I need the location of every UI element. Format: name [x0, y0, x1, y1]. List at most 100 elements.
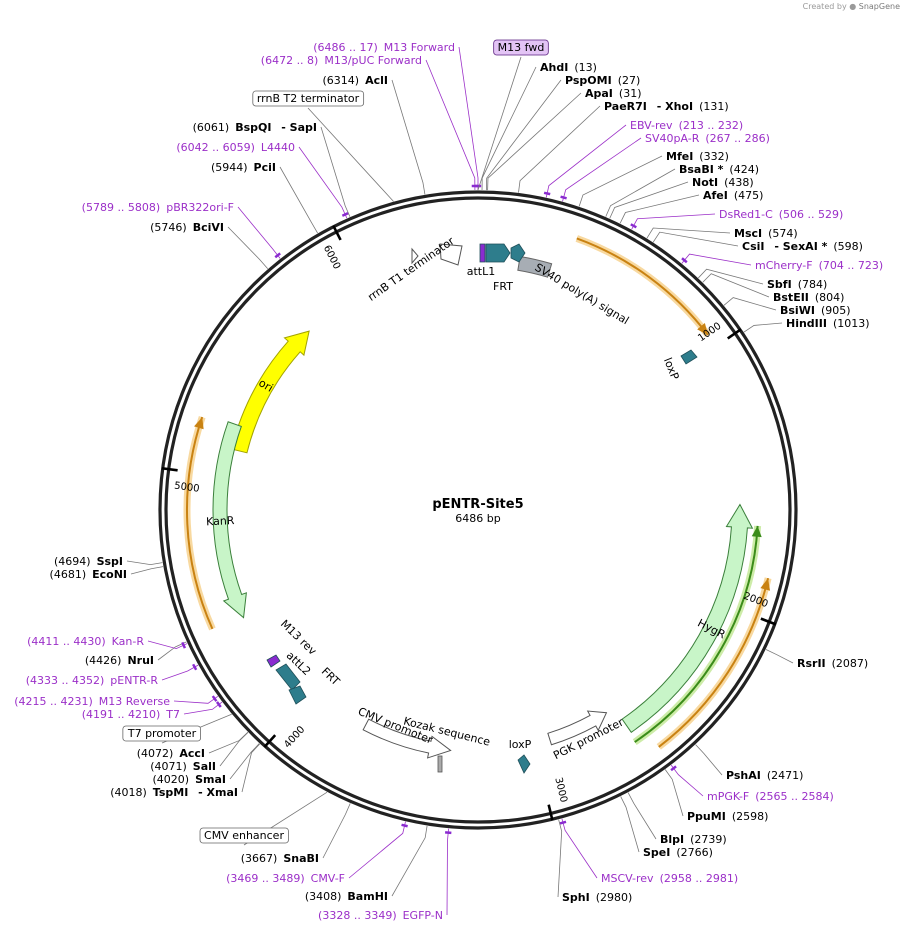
leader-line	[561, 818, 598, 879]
leader-line	[631, 213, 716, 230]
site-label-part: CMV-F	[311, 872, 345, 885]
site-label-part: SspI	[97, 555, 123, 568]
tick-mark	[161, 466, 178, 472]
site-label: (3469 .. 3489) CMV-F	[226, 872, 345, 885]
site-label: RsrII(2087)	[797, 657, 868, 670]
feature-marker-label: FRT	[493, 280, 513, 293]
feature-marker-label: loxP	[661, 356, 682, 382]
site-label-part: (213 .. 232)	[679, 119, 744, 132]
primer-site-mark	[401, 823, 408, 828]
tick-mark	[726, 328, 742, 340]
leader-line	[130, 566, 164, 575]
leader-line	[765, 649, 794, 664]
leader-line	[646, 227, 731, 239]
leader-line	[487, 92, 582, 191]
feature-sv40-poly-a-signal	[517, 255, 553, 278]
leader-line	[578, 155, 663, 207]
tick-mark	[547, 804, 554, 821]
leader-line	[609, 181, 689, 219]
terminator-t1-arrow	[439, 243, 463, 266]
site-label-part: MSCV-rev	[601, 872, 654, 885]
leader-line	[652, 231, 739, 247]
site-label-part: HindIII	[786, 317, 827, 330]
site-label-part: - SexAI *	[770, 240, 827, 253]
site-label: SbfI(784)	[767, 278, 827, 291]
site-label: (4411 .. 4430)Kan-R	[27, 635, 144, 648]
orf-arc	[634, 525, 759, 743]
site-label: MfeI(332)	[666, 150, 729, 163]
leader-line	[518, 105, 601, 193]
site-feature-arrow	[275, 663, 301, 691]
site-label: CsiI - SexAI *(598)	[742, 240, 863, 253]
feature-kanr	[212, 421, 247, 619]
site-label-part: SmaI	[195, 773, 226, 786]
snapgene-credit: Created by ● SnapGene	[803, 2, 900, 11]
ring-inner	[164, 196, 792, 824]
credit-brand: SnapGene	[858, 2, 900, 11]
site-label-part: RsrII	[797, 657, 826, 670]
site-label-part: (2739)	[690, 833, 727, 846]
site-label-part: PspOMI	[565, 74, 612, 87]
site-feature-arrow	[680, 349, 698, 365]
primer-site-mark	[670, 765, 677, 772]
site-label: (6472 .. 8)M13/pUC Forward	[261, 54, 422, 67]
site-label-part: (4191 .. 4210)	[82, 708, 161, 721]
leader-line	[391, 79, 426, 195]
site-label-part: SbfI	[767, 278, 792, 291]
site-label-part: (131)	[699, 100, 729, 113]
site-label-part: MfeI	[666, 150, 693, 163]
site-label: PspOMI (27)	[565, 74, 640, 87]
feature-marker-label: rrnB T1 terminator	[365, 234, 457, 304]
site-label: (3328 .. 3349)EGFP-N	[318, 909, 443, 922]
site-label-part: - SapI	[277, 121, 317, 134]
site-label: PpuMI(2598)	[687, 810, 768, 823]
boxed-label: rrnB T2 terminator	[257, 92, 360, 105]
site-label-part: (4426)	[85, 654, 122, 667]
feature-marker-label: FRT	[319, 665, 343, 688]
primer-site-mark	[543, 191, 551, 196]
orf-halo	[575, 235, 711, 338]
site-label-part: Kan-R	[112, 635, 145, 648]
site-label-part: (4020)	[153, 773, 190, 786]
site-label: (6042 .. 6059)L4440	[176, 141, 295, 154]
site-label-part: (6042 .. 6059)	[176, 141, 255, 154]
orf-arc	[576, 237, 709, 336]
site-label-part: EcoNI	[92, 568, 127, 581]
site-label: DsRed1-C(506 .. 529)	[719, 208, 843, 221]
feature-marker-label: loxP	[509, 738, 532, 751]
leader-line	[446, 828, 449, 916]
site-label-part: (2980)	[596, 891, 633, 904]
orf-arc	[185, 416, 214, 630]
site-label-part: SnaBI	[283, 852, 319, 865]
leader-line	[320, 126, 351, 217]
site-label-part: (1013)	[833, 317, 870, 330]
leader-lines	[126, 46, 794, 916]
tick-label: 4000	[282, 724, 307, 750]
tick-mark	[760, 617, 777, 626]
tick-label: 5000	[173, 481, 200, 495]
site-label: (4215 .. 4231)M13 Reverse	[14, 695, 170, 708]
primer-site-mark	[560, 195, 567, 200]
site-label-part: BlpI	[660, 833, 684, 846]
leader-line	[227, 226, 269, 270]
site-label: BsaBI *(424)	[679, 163, 759, 176]
boxed-label-frame	[252, 90, 365, 107]
site-label-part: (3469 .. 3489)	[226, 872, 305, 885]
site-label-part: (27)	[618, 74, 641, 87]
site-label: PaeR7I - XhoI(131)	[604, 100, 729, 113]
site-label: SpeI(2766)	[643, 846, 713, 859]
leader-line	[279, 166, 318, 234]
site-label-part: (4694)	[54, 555, 91, 568]
site-label: (4426)NruI	[85, 654, 154, 667]
terminator-t2-arrow	[411, 247, 419, 265]
leader-line	[241, 743, 260, 793]
map-center: pENTR-Site5 6486 bp	[432, 497, 523, 525]
site-label-part: (5746)	[150, 221, 187, 234]
site-label-part: BspQI	[235, 121, 271, 134]
feature-label: ori	[256, 376, 275, 394]
site-label-part: pBR322ori-F	[166, 201, 234, 214]
site-label: AfeI(475)	[703, 189, 763, 202]
site-label: PshAI(2471)	[726, 769, 803, 782]
primer-site-mark	[559, 820, 567, 825]
leader-line	[425, 59, 476, 191]
